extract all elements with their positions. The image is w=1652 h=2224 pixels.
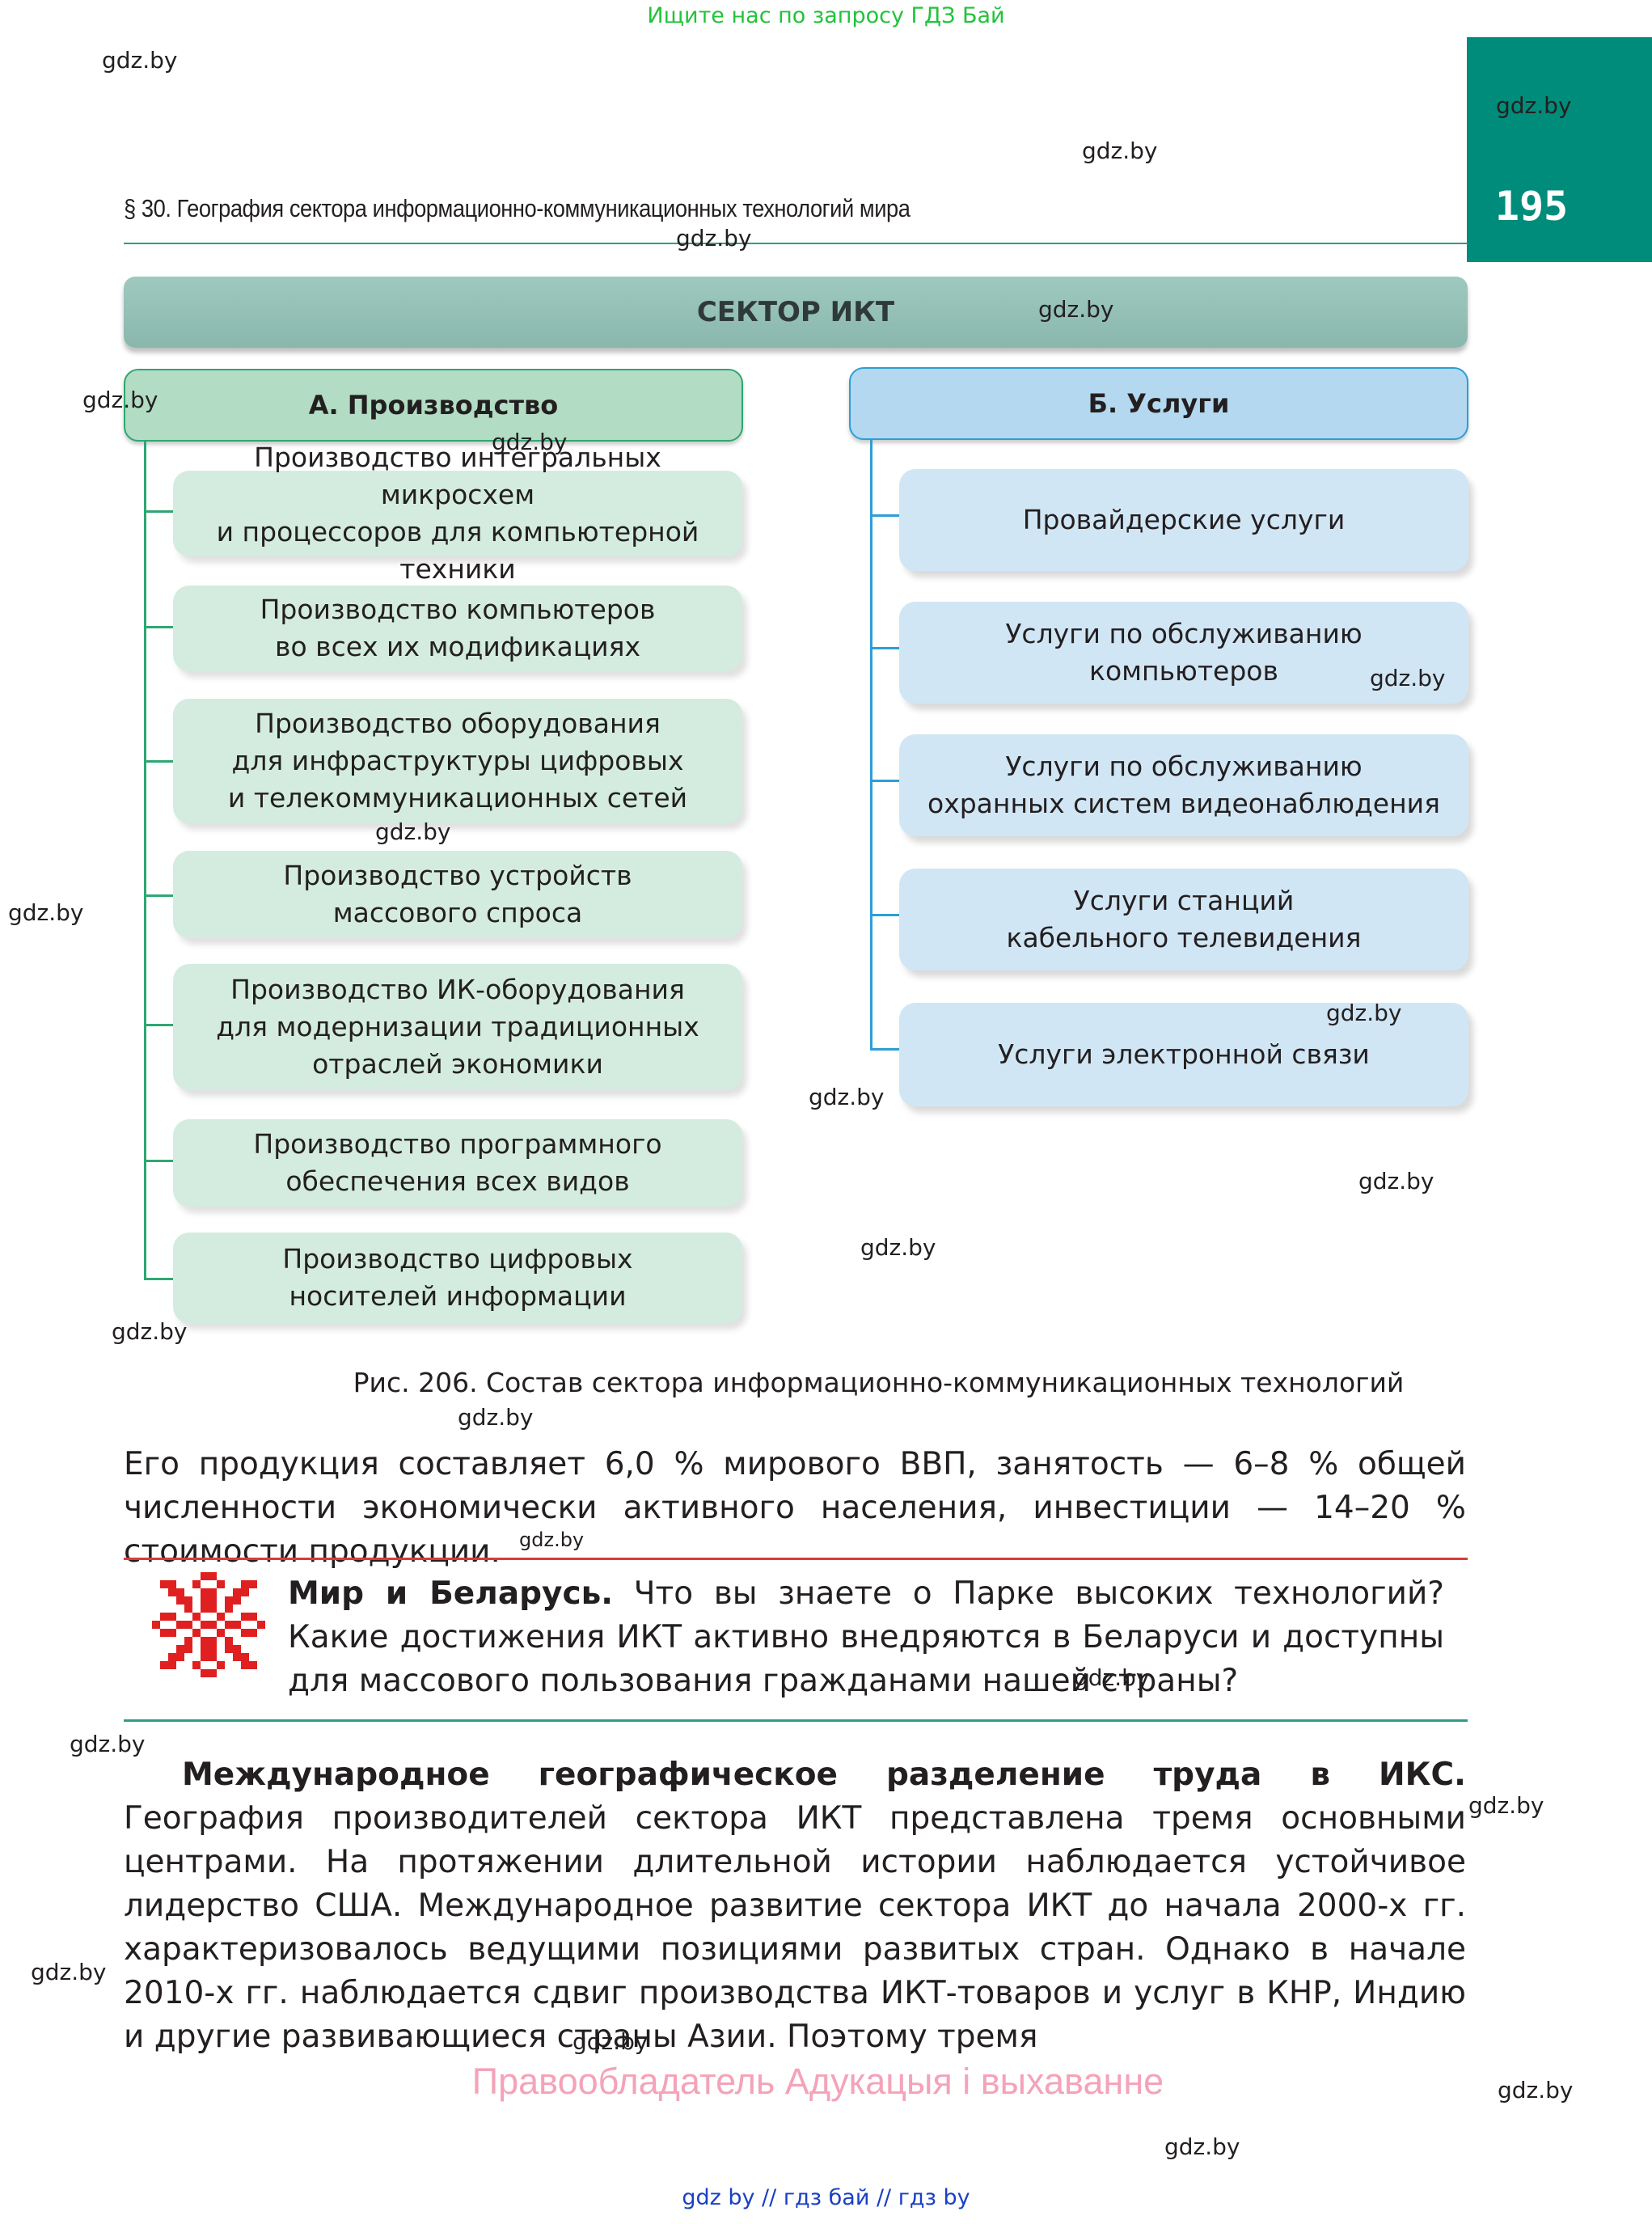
production-connector — [144, 510, 173, 513]
watermark: gdz.by — [1468, 1792, 1544, 1819]
services-connector — [870, 514, 899, 517]
production-connector — [144, 1278, 173, 1280]
watermark: gdz.by — [1358, 1168, 1434, 1194]
production-connector — [144, 1024, 173, 1026]
watermark: gdz.by — [375, 818, 451, 845]
belarus-title: Мир и Беларусь. — [288, 1575, 614, 1612]
section-rule-red — [124, 1558, 1468, 1560]
watermark: gdz.by — [1074, 1664, 1150, 1691]
header-rule — [124, 243, 1468, 244]
top-banner: Ищите нас по запросу ГДЗ Бай — [647, 3, 1005, 28]
services-item: Провайдерские услуги — [899, 469, 1468, 571]
watermark: gdz.by — [70, 1731, 146, 1757]
production-header-label: А. Производство — [308, 390, 559, 421]
watermark: gdz.by — [112, 1318, 188, 1345]
diagram-title-bar: СЕКТОР ИКТ — [124, 277, 1468, 348]
watermark: gdz.by — [458, 1404, 534, 1431]
production-header: А. Производство — [124, 369, 743, 442]
diagram-title: СЕКТОР ИКТ — [696, 296, 895, 328]
watermark: gdz.by — [82, 387, 158, 413]
production-tree-line — [144, 442, 146, 1279]
services-header-label: Б. Услуги — [1088, 388, 1230, 419]
page-number-tab: 195 — [1467, 37, 1652, 262]
paragraph-statistics: Его продукция составляет 6,0 % мирового … — [124, 1446, 1466, 1570]
watermark: gdz.by — [31, 1959, 107, 1985]
belarus-text: Что вы знаете о Парке высоких технологий… — [288, 1575, 1444, 1699]
watermark: gdz.by — [1164, 2133, 1240, 2160]
rights-notice: Правообладатель Адукацыя і выхаванне — [471, 2061, 1164, 2102]
watermark: gdz.by — [676, 225, 752, 252]
running-header: § 30. География сектора информационно-ко… — [124, 194, 911, 222]
production-connector — [144, 626, 173, 628]
watermark: gdz.by — [1498, 2077, 1574, 2103]
belarus-ornament-icon — [152, 1572, 265, 1677]
bottom-links[interactable]: gdz by // гдз бай // гдз by — [682, 2185, 970, 2210]
figure-caption: Рис. 206. Состав сектора информационно-к… — [353, 1367, 1405, 1398]
watermark: gdz.by — [492, 429, 568, 455]
section-rule-green — [124, 1719, 1468, 1722]
services-connector — [870, 914, 899, 916]
services-header: Б. Услуги — [849, 367, 1468, 440]
production-connector — [144, 760, 173, 763]
services-connector — [870, 780, 899, 782]
watermark: gdz.by — [519, 1528, 585, 1551]
page-number: 195 — [1494, 183, 1569, 230]
watermark: gdz.by — [8, 899, 84, 926]
watermark: gdz.by — [1038, 296, 1114, 323]
watermark: gdz.by — [1326, 1000, 1402, 1026]
services-connector — [870, 647, 899, 649]
watermark: gdz.by — [102, 47, 178, 74]
watermark: gdz.by — [572, 2028, 649, 2055]
watermark: gdz.by — [1370, 665, 1446, 691]
paragraph-division-of-labour: Международное географическое разделение … — [124, 1753, 1466, 2059]
services-connector — [870, 1048, 899, 1051]
watermark: gdz.by — [1082, 137, 1158, 164]
belarus-question: Мир и Беларусь. Что вы знаете о Парке вы… — [288, 1572, 1444, 1703]
production-connector — [144, 894, 173, 897]
watermark: gdz.by — [809, 1084, 885, 1110]
services-item: Услуги электронной связи — [899, 1003, 1468, 1106]
paragraph2-title: Международное географическое разделение … — [182, 1757, 1466, 1793]
watermark: gdz.by — [860, 1234, 936, 1261]
services-tree-line — [870, 440, 872, 1050]
production-connector — [144, 1160, 173, 1162]
watermark: gdz.by — [1496, 92, 1572, 119]
paragraph2-text: География производителей сектора ИКТ пре… — [124, 1800, 1466, 2055]
